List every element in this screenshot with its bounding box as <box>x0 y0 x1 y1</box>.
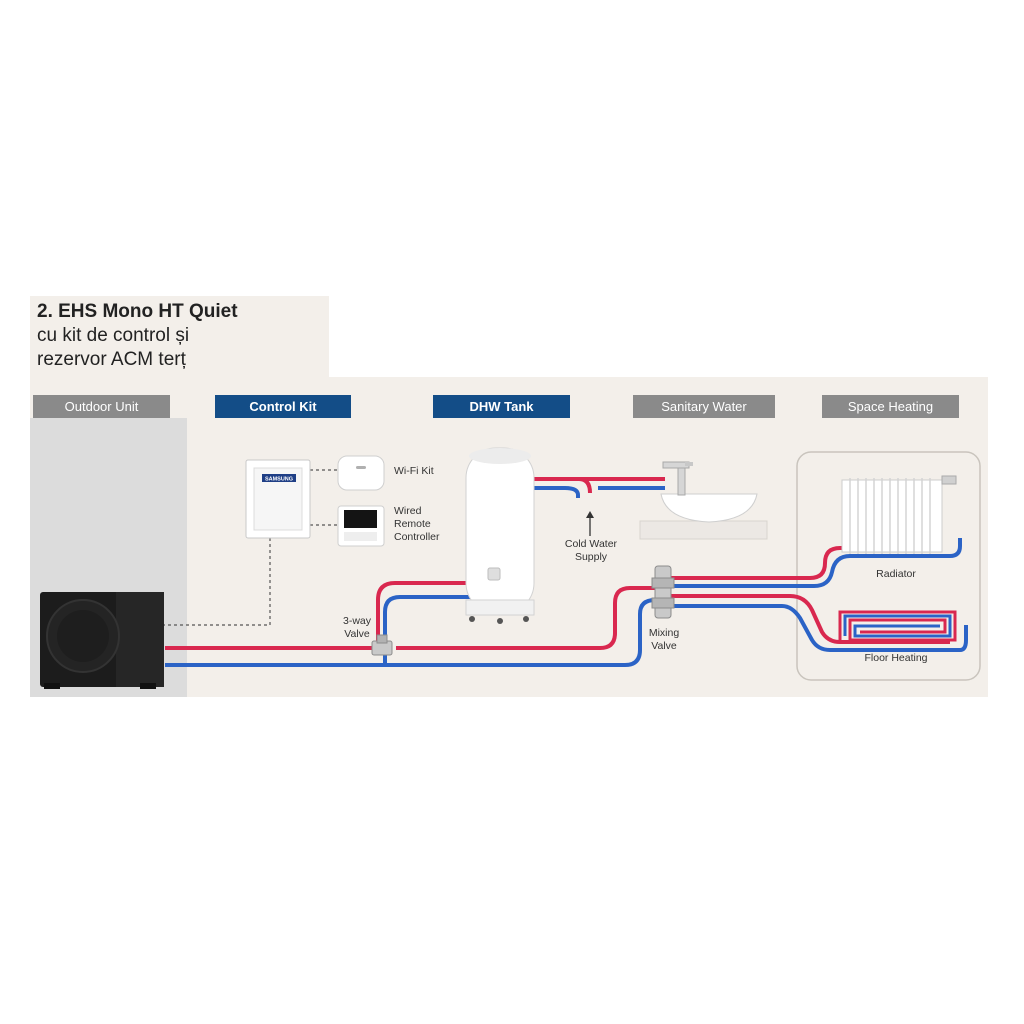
diagram-subtitle-line1: cu kit de control și <box>37 325 190 346</box>
control-wiring <box>162 469 338 626</box>
sink-basin <box>639 461 768 540</box>
diagram-subtitle-line2: rezervor ACM terț <box>37 349 186 370</box>
wifi-kit-device <box>337 455 385 491</box>
three-way-valve <box>371 634 393 656</box>
outdoor-unit <box>40 592 164 689</box>
header-outdoor-unit: Outdoor Unit <box>33 395 170 418</box>
hot-pipes <box>165 477 950 650</box>
wired-remote-device <box>337 505 385 547</box>
cold-water-supply-label: Cold Water Supply <box>556 538 626 564</box>
mixing-valve-label: Mixing Valve <box>639 627 689 653</box>
title-box <box>30 296 329 378</box>
cold-pipes <box>165 486 968 667</box>
control-kit-box <box>245 459 311 539</box>
wired-remote-label-line1: Wired <box>394 505 422 517</box>
radiator <box>841 475 957 554</box>
floor-heating-coil <box>838 610 957 642</box>
cold-water-label-line2: Supply <box>574 551 608 563</box>
header-sanitary-water: Sanitary Water <box>633 395 775 418</box>
wifi-kit-label: Wi-Fi Kit <box>394 465 434 477</box>
header-dhw-tank: DHW Tank <box>433 395 570 418</box>
cold-water-arrow <box>586 511 594 536</box>
diagram-title: 2. EHS Mono HT Quiet <box>37 301 238 322</box>
three-way-label-line1: 3-way <box>342 615 371 627</box>
floor-heating-label: Floor Heating <box>864 652 928 664</box>
header-space-heating: Space Heating <box>822 395 959 418</box>
radiator-label: Radiator <box>876 568 916 580</box>
dhw-tank <box>465 447 535 624</box>
space-heating-frame <box>796 451 981 681</box>
wired-remote-label-line2: Remote <box>394 518 431 530</box>
header-control-kit: Control Kit <box>215 395 351 418</box>
three-way-label-line2: Valve <box>344 628 370 640</box>
wired-remote-label-line3: Controller <box>394 531 440 543</box>
mixing-label-line2: Valve <box>651 640 677 652</box>
cold-water-label-line1: Cold Water <box>564 538 618 550</box>
wired-remote-label: Wired Remote Controller <box>394 505 440 544</box>
brand-logo: SAMSUNG <box>265 477 293 483</box>
mixing-valve <box>651 565 675 619</box>
mixing-label-line1: Mixing <box>648 627 680 639</box>
three-way-valve-label: 3-way Valve <box>333 615 381 641</box>
